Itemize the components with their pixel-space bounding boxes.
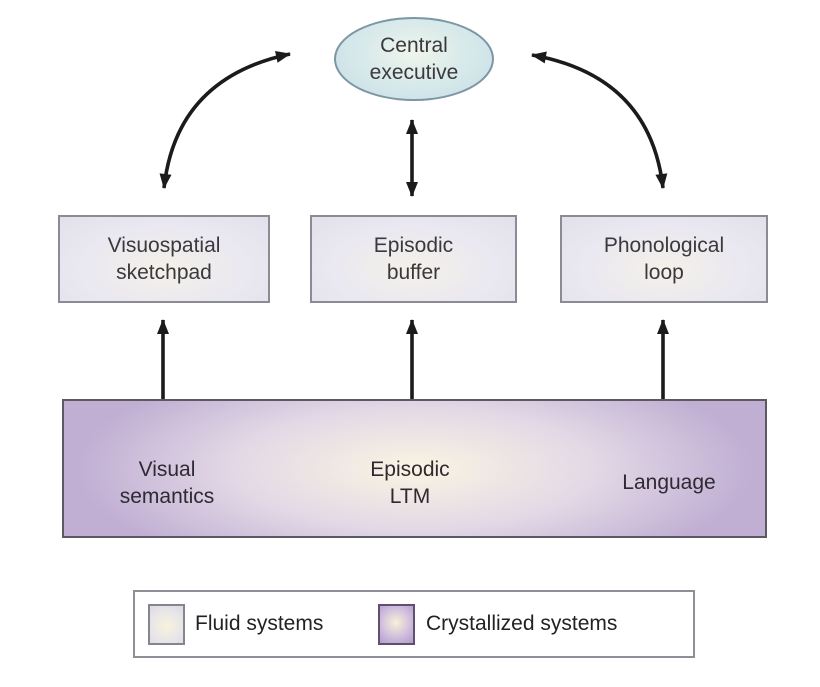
central-executive-label: Central executive bbox=[369, 33, 459, 84]
visuospatial-sketchpad-label: Visuospatial sketchpad bbox=[107, 233, 221, 284]
crystallized-systems-swatch bbox=[378, 604, 415, 645]
arrow-central-to-visuospatial bbox=[159, 51, 291, 189]
episodic-buffer-label: Episodic buffer bbox=[373, 233, 454, 284]
language-label: Language bbox=[622, 471, 716, 495]
episodic-ltm-label: Episodic LTM bbox=[370, 457, 450, 508]
fluid-systems-swatch bbox=[148, 604, 185, 645]
arrow-central-to-phonological bbox=[531, 51, 668, 189]
phonological-loop-label: Phonological loop bbox=[603, 233, 725, 284]
crystallized-systems-label: Crystallized systems bbox=[426, 612, 618, 635]
legend: Fluid systems Crystallized systems bbox=[133, 590, 695, 658]
node-episodic-ltm: Episodic LTM bbox=[330, 452, 490, 514]
fluid-systems-label: Fluid systems bbox=[195, 612, 324, 635]
node-visual-semantics: Visual semantics bbox=[87, 452, 247, 514]
node-episodic-buffer: Episodic buffer bbox=[310, 215, 517, 303]
node-visuospatial-sketchpad: Visuospatial sketchpad bbox=[58, 215, 270, 303]
crystallized-systems-band bbox=[62, 399, 767, 538]
node-language: Language bbox=[589, 452, 749, 514]
node-central-executive: Central executive bbox=[334, 17, 494, 101]
visual-semantics-label: Visual semantics bbox=[119, 457, 215, 508]
node-phonological-loop: Phonological loop bbox=[560, 215, 768, 303]
